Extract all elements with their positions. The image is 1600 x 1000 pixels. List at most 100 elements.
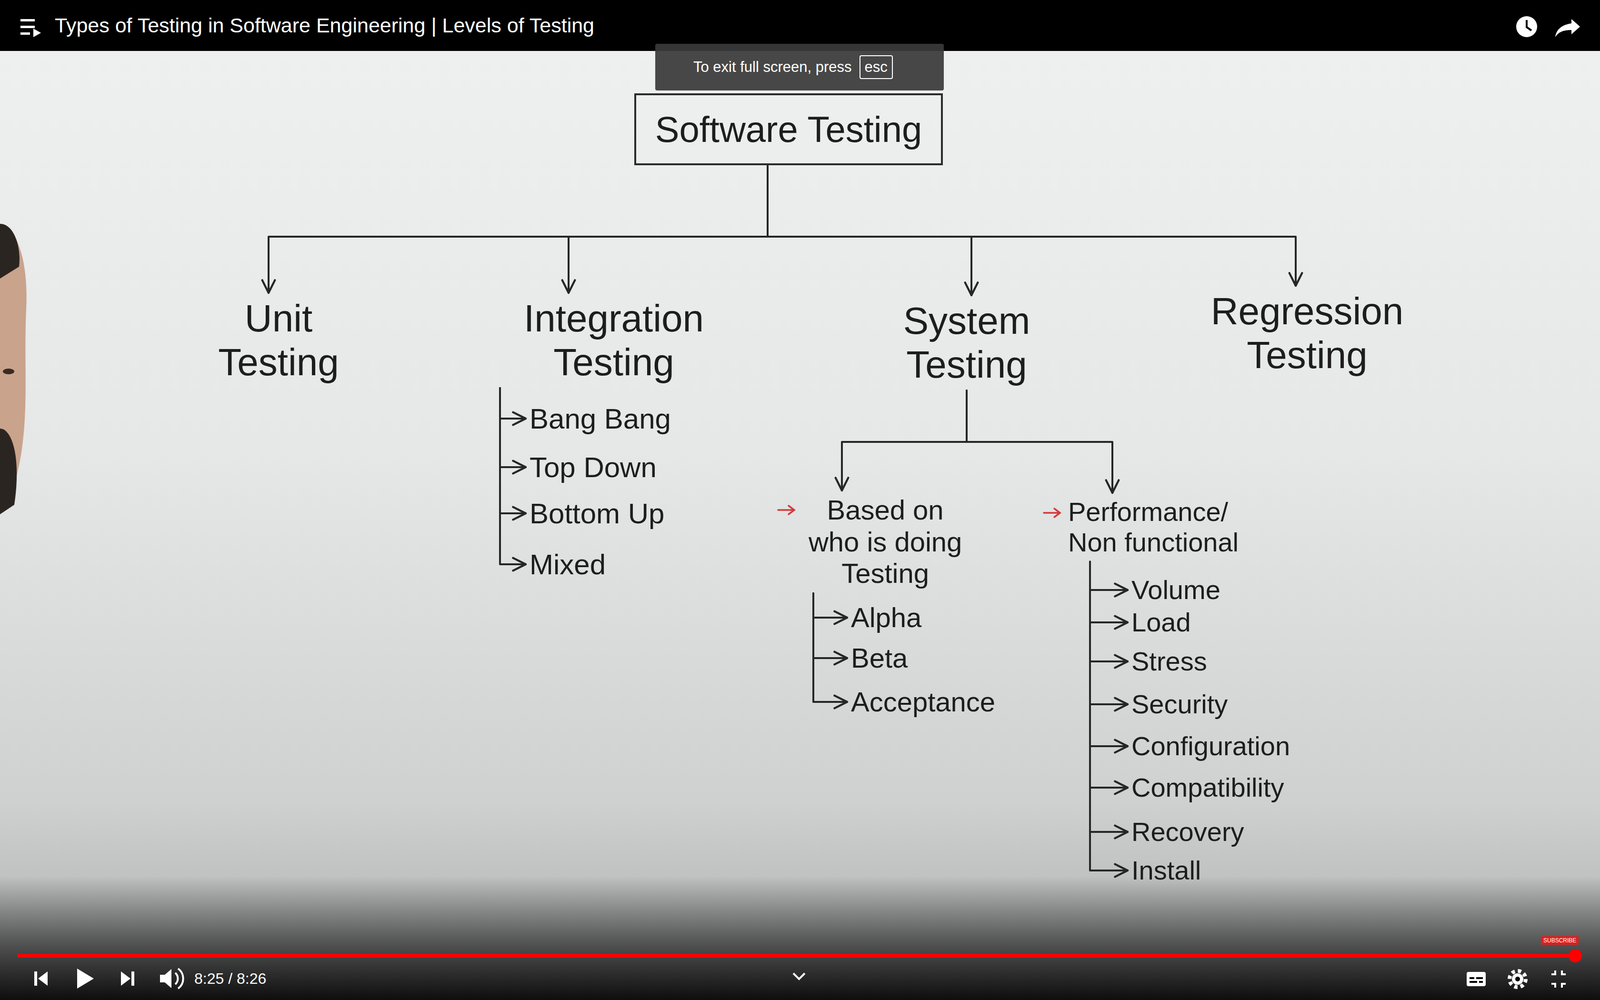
- root-box: Software Testing: [634, 93, 943, 166]
- connector-arrow: [813, 593, 848, 618]
- next-bar: [131, 971, 135, 986]
- node-text: Software Testing: [655, 108, 922, 150]
- presenter-hair: [0, 223, 20, 279]
- subtype-label: Bottom Up: [525, 496, 669, 531]
- captions-button: [1466, 971, 1486, 987]
- node-text: Acceptance: [850, 686, 996, 719]
- fullscreen-toast: [655, 43, 944, 91]
- subtype-label: Stress: [1127, 645, 1211, 678]
- connector-arrow: [841, 390, 967, 491]
- previous-button: [34, 971, 48, 986]
- node-text: Recovery: [1131, 816, 1245, 848]
- subtype-label: Bang Bang: [525, 401, 675, 437]
- clock-face: [1516, 16, 1538, 38]
- node-text: Compatibility: [1131, 772, 1285, 803]
- subtype-label: Mixed: [525, 547, 610, 582]
- share-icon: [1555, 19, 1580, 38]
- connector-arrow: [1090, 561, 1128, 662]
- subtype-label: Alpha: [847, 600, 926, 635]
- subtype-label: Acceptance: [847, 685, 1000, 720]
- captions-mark: [1476, 977, 1483, 980]
- connector-arrow: [500, 388, 526, 468]
- presenter-face: [0, 223, 27, 515]
- node-text: Bang Bang: [529, 402, 671, 436]
- playlist-icon: [20, 19, 41, 38]
- connector-arrow: [813, 593, 848, 659]
- playlist-icon-play: [33, 28, 41, 38]
- watch-later-icon: [1516, 16, 1538, 38]
- controls-shade: [0, 876, 1600, 1000]
- node-text: Load: [1131, 607, 1191, 638]
- time-display: 8:25 / 8:26: [194, 969, 267, 988]
- gear-body: [1511, 973, 1524, 985]
- captions-mark: [1479, 980, 1483, 983]
- next-triangle: [120, 971, 131, 986]
- connector-arrow: [1090, 561, 1128, 590]
- connector-arrow: [1090, 561, 1128, 832]
- node-text: Unit Testing: [218, 296, 339, 385]
- level-label: System Testing: [897, 295, 1037, 391]
- sound-waves: [175, 968, 184, 989]
- connector-arrow: [966, 390, 1113, 493]
- connector-arrow: [1090, 561, 1128, 623]
- connector-arrow: [568, 165, 768, 293]
- node-text: Bottom Up: [529, 497, 665, 530]
- toast-text: To exit full screen, press: [693, 58, 852, 76]
- node-text: Volume: [1131, 574, 1221, 606]
- video-title: Types of Testing in Software Engineering…: [54, 13, 595, 39]
- speaker: [160, 969, 172, 989]
- subscribe-badge: SUBSCRIBE: [1540, 936, 1579, 945]
- red-pointer: [778, 505, 795, 515]
- play-button: [77, 968, 94, 989]
- volume-button: [160, 968, 184, 989]
- node-text: Beta: [850, 642, 908, 675]
- exit-fullscreen-button: [1551, 970, 1566, 988]
- gear-teeth: [1509, 970, 1526, 988]
- subtype-label: Install: [1127, 854, 1205, 887]
- category-label: Performance/ Non functional: [1064, 492, 1254, 562]
- subtype-label: Top Down: [525, 450, 661, 485]
- progress-bar: [17, 953, 1577, 958]
- node-text: Install: [1131, 855, 1201, 886]
- subtype-label: Compatibility: [1127, 771, 1289, 804]
- settings-button: [1509, 970, 1526, 988]
- subtype-label: Load: [1127, 606, 1195, 639]
- connector-arrow: [268, 165, 768, 293]
- connector-arrow: [767, 165, 1296, 286]
- key-hint: esc: [859, 55, 893, 79]
- node-text: Regression Testing: [1210, 289, 1404, 378]
- presenter-figure: [0, 223, 27, 515]
- subtype-label: Beta: [847, 641, 912, 676]
- next-button: [120, 971, 135, 986]
- connector-group: [268, 165, 1296, 871]
- connector-arrow: [500, 388, 526, 565]
- presenter-eye: [2, 368, 15, 375]
- node-text: Mixed: [529, 548, 606, 581]
- node-text: Based on who is doing Testing: [803, 494, 967, 590]
- node-text: Integration Testing: [523, 296, 704, 385]
- captions-mark: [1469, 977, 1475, 980]
- node-text: Stress: [1131, 646, 1208, 677]
- level-label: Integration Testing: [495, 292, 710, 389]
- red-pointer: [1043, 508, 1060, 518]
- gear-hole: [1515, 976, 1520, 982]
- subtype-label: Security: [1127, 688, 1232, 721]
- node-text: Top Down: [529, 450, 657, 484]
- previous-triangle: [38, 971, 48, 986]
- node-text: Performance/ Non functional: [1068, 496, 1250, 559]
- node-text: System Testing: [903, 299, 1031, 387]
- top-bar: [0, 0, 1600, 51]
- chevron-icon: [793, 973, 805, 980]
- category-label: Based on who is doing Testing: [800, 490, 971, 594]
- progress-knob: [1568, 949, 1582, 963]
- connector-arrow: [1090, 561, 1128, 788]
- subtype-label: Configuration: [1127, 730, 1294, 763]
- node-text: Alpha: [850, 601, 922, 634]
- connector-arrow: [813, 593, 848, 702]
- presenter-beard: [0, 428, 17, 515]
- connector-arrow: [500, 388, 526, 419]
